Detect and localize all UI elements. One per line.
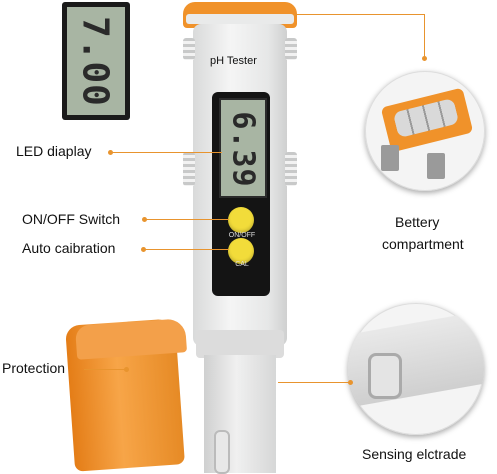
grip-ridges-right — [285, 152, 297, 186]
leader-battery-top — [295, 14, 425, 15]
battery-contact-left — [381, 145, 399, 171]
leader-led-display — [110, 152, 222, 153]
battery-contact-right — [427, 153, 445, 179]
leader-dot-protection — [124, 367, 129, 372]
tester-top-cap-rim — [186, 14, 294, 24]
probe-electrode — [214, 430, 230, 474]
callout-onoff-switch: ON/OFF Switch — [22, 211, 121, 227]
leader-dot-auto-calibration — [141, 247, 146, 252]
cal-button-label: CAL — [235, 261, 249, 268]
callout-battery-line2: compartment — [382, 236, 464, 252]
leader-dot-onoff-switch — [142, 217, 147, 222]
lcd-reading: 6.39 — [225, 111, 261, 188]
inset-lcd-reading: 7.00 — [74, 16, 116, 107]
callout-auto-calibration: Auto caibration — [22, 240, 116, 256]
onoff-button[interactable] — [228, 207, 254, 233]
electrode-tip — [368, 353, 402, 399]
lcd-screen: 6.39 — [219, 98, 267, 198]
leader-dot-sensing — [348, 380, 353, 385]
leader-sensing — [278, 382, 350, 383]
leader-protection — [84, 369, 126, 370]
leader-dot-battery — [422, 56, 427, 61]
inset-lcd-screen: 7.00 — [67, 7, 125, 115]
grip-ridges-left — [183, 152, 195, 186]
leader-onoff-switch — [145, 219, 229, 220]
cal-button[interactable] — [228, 238, 254, 264]
tester-collar — [196, 330, 284, 358]
grip-ridges-left-top — [183, 38, 195, 60]
callout-battery-line1: Bettery — [395, 214, 440, 230]
callout-protection: Protection — [2, 360, 66, 376]
leader-auto-calibration — [143, 249, 229, 250]
callout-sensing: Sensing elctrade — [362, 446, 467, 462]
brand-label: pH Tester — [210, 55, 257, 67]
grip-ridges-right-top — [285, 38, 297, 60]
callout-led-display: LED diaplay — [16, 143, 92, 159]
inset-lcd-panel: 7.00 — [62, 2, 130, 120]
leader-battery-vertical — [424, 14, 425, 58]
battery-compartment-image — [365, 71, 485, 191]
sensing-electrode-image — [348, 303, 484, 435]
leader-dot-led-display — [108, 150, 113, 155]
onoff-button-label: ON/OFF — [228, 232, 256, 239]
